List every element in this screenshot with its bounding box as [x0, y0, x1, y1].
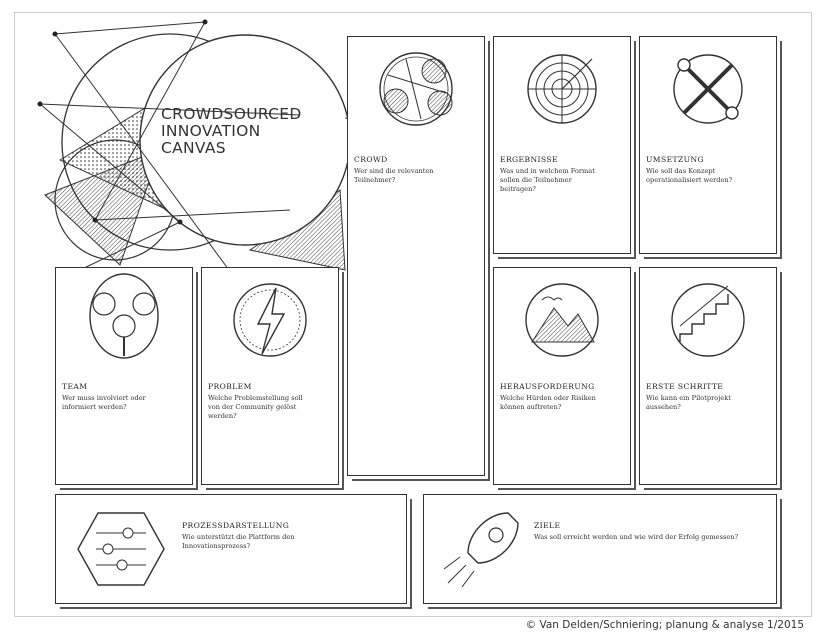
crowd-box: CROWD Wer sind die relevanten Teilnehmer… [347, 36, 485, 476]
herausforderung-box: HERAUSFORDERUNG Welche Hürden oder Risik… [493, 267, 631, 485]
copyright: © Van Delden/Schniering; planung & analy… [526, 619, 804, 631]
sliders-hexagon-icon [76, 509, 166, 589]
umsetzung-question: Wie soll das Konzept operationalisiert w… [646, 167, 754, 185]
rocket-icon [438, 503, 528, 593]
erste-schritte-box: ERSTE SCHRITTE Wie kann ein Pilotprojekt… [639, 267, 777, 485]
prozessdarstellung-question: Wie unterstützt die Plattform den Innova… [182, 533, 332, 551]
problem-box: PROBLEM Welche Problemstellung soll von … [201, 267, 339, 485]
canvas-title-line-3: CANVAS [161, 140, 302, 157]
crowd-title: CROWD [354, 155, 388, 164]
erste-schritte-title: ERSTE SCHRITTE [646, 382, 723, 391]
prozessdarstellung-box: PROZESSDARSTELLUNG Wie unterstützt die P… [55, 494, 407, 604]
canvas-title-line-2: INNOVATION [161, 123, 302, 140]
crowd-question: Wer sind die relevanten Teilnehmer? [354, 167, 462, 185]
umsetzung-title: UMSETZUNG [646, 155, 704, 164]
team-people-icon [74, 276, 174, 366]
ergebnisse-question: Was und in welchem Format sollen die Tei… [500, 167, 608, 194]
umsetzung-box: UMSETZUNG Wie soll das Konzept operation… [639, 36, 777, 254]
ziele-question: Was soll erreicht werden und wie wird de… [534, 533, 744, 542]
problem-question: Welche Problemstellung soll von der Comm… [208, 394, 316, 421]
team-title: TEAM [62, 382, 87, 391]
erste-schritte-question: Wie kann ein Pilotprojekt aussehen? [646, 394, 754, 412]
canvas-title-line-1: CROWDSOURCED [161, 106, 302, 123]
ziele-box: ZIELE Was soll erreicht werden und wie w… [423, 494, 777, 604]
target-arrow-icon [512, 49, 612, 129]
prozessdarstellung-title: PROZESSDARSTELLUNG [182, 521, 289, 530]
ergebnisse-title: ERGEBNISSE [500, 155, 558, 164]
problem-title: PROBLEM [208, 382, 252, 391]
herausforderung-title: HERAUSFORDERUNG [500, 382, 595, 391]
team-box: TEAM Wer muss involviert oder informiert… [55, 267, 193, 485]
ergebnisse-box: ERGEBNISSE Was und in welchem Format sol… [493, 36, 631, 254]
lightning-icon [220, 276, 320, 366]
mountain-landscape-icon [512, 276, 612, 366]
team-question: Wer muss involviert oder informiert werd… [62, 394, 170, 412]
stairs-icon [658, 276, 758, 366]
wrench-screwdriver-icon [658, 49, 758, 129]
herausforderung-question: Welche Hürden oder Risiken können auftre… [500, 394, 608, 412]
ziele-title: ZIELE [534, 521, 560, 530]
canvas-title: CROWDSOURCED INNOVATION CANVAS [161, 106, 302, 157]
crowd-spheres-icon [366, 49, 466, 129]
